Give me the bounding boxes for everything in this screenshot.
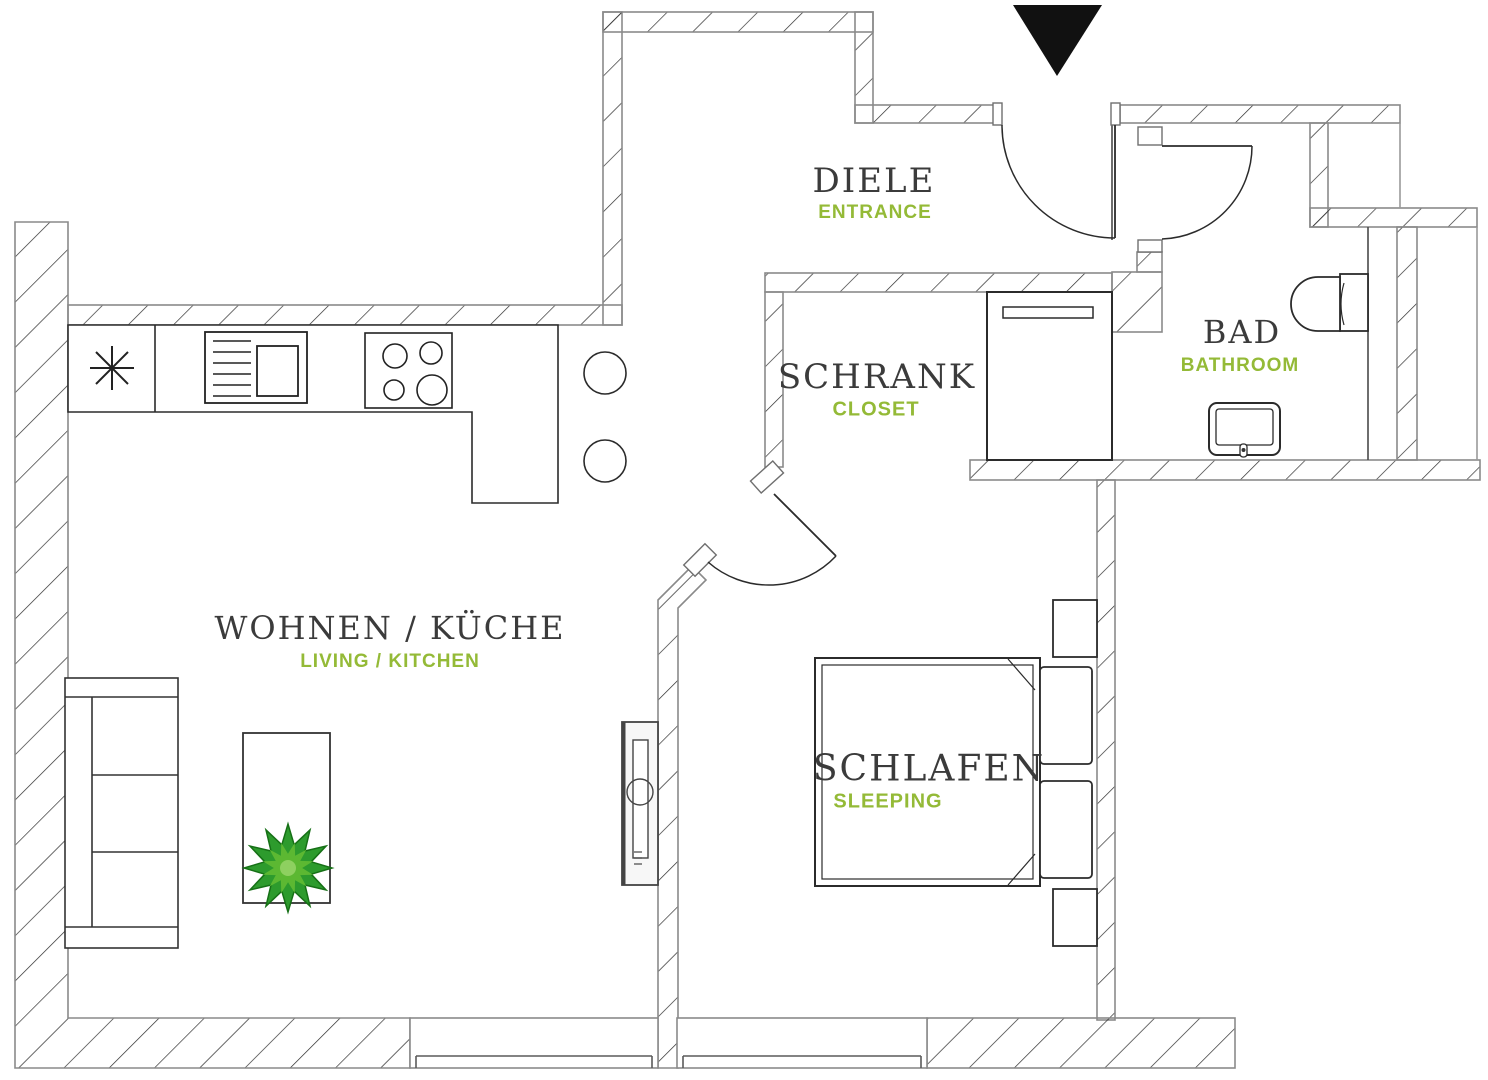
door-arc [1161,145,1253,240]
wall-kitchen-top [67,304,623,326]
door-jamb [992,102,1003,126]
wall-bottom-right [926,1017,1236,1069]
sofa [64,677,179,949]
counter-outline [67,324,559,504]
door-jamb [682,542,718,578]
wall-tv [657,564,708,1069]
bed-fold [1007,658,1036,691]
bed-mattress [821,664,1034,880]
washbasin-icon [1208,402,1281,458]
door-jamb [1137,126,1163,146]
room-sublabel-diele: ENTRANCE [818,202,932,223]
wall-diele-west [602,11,623,326]
wall-diele-top [602,11,874,33]
door-arc [707,555,837,586]
pillow [1039,780,1093,879]
tv-icon [621,721,659,886]
room-label-diele: DIELE [812,161,936,201]
bathroom-door [1137,126,1253,253]
room-sublabel-schrank: CLOSET [832,398,920,421]
room-sublabel-schlafen: SLEEPING [833,790,943,813]
room-sublabel-wohnen: LIVING / KITCHEN [300,651,480,672]
wall-shaft [1396,226,1418,461]
room-label-bad: BAD [1202,313,1282,351]
room-label-schrank: SCHRANK [777,357,977,397]
north-arrow-icon [1013,5,1102,76]
kitchen-counter [67,324,559,504]
room-sublabel-bad: BATHROOM [1180,355,1300,376]
nightstand [1052,888,1098,947]
wardrobe [986,291,1113,461]
thin-lines [1111,123,1478,460]
door-jamb [1137,239,1163,253]
wall-entry-left [854,104,996,124]
sink-icon [204,331,308,404]
stool [583,351,627,395]
pillow [1039,666,1093,765]
window-living [409,1017,659,1069]
entrance-door [992,102,1121,239]
wall-bath-block [1111,271,1163,333]
window-bedroom [676,1017,928,1069]
nightstand [1052,599,1098,658]
wall-niche-bottom [1309,207,1478,228]
door-arc [1001,124,1116,239]
walls [14,11,1481,1069]
wall-bath-bottom [969,459,1481,481]
stool [583,439,627,483]
wall-bath-strip [1136,251,1163,273]
nightstands [1052,599,1098,947]
plant-icon [241,821,335,915]
bed-fold [1007,853,1036,886]
bed [814,657,1093,887]
door-leaf [773,493,837,557]
toilet-icon [1290,273,1369,332]
bed-frame [814,657,1041,887]
wall-entry-right [1119,104,1401,124]
fridge-icon [90,346,134,390]
bar-stools [583,351,627,483]
wall-schrank-top [764,272,1113,293]
room-label-wohnen: WOHNEN / KÜCHE [214,609,566,647]
door-jamb [749,460,785,494]
door-jamb [1110,102,1121,126]
living-door [682,460,837,586]
wall-bedroom-east [1096,479,1116,1021]
room-label-schlafen: SCHLAFEN [812,748,1046,790]
stove-icon [364,332,453,409]
